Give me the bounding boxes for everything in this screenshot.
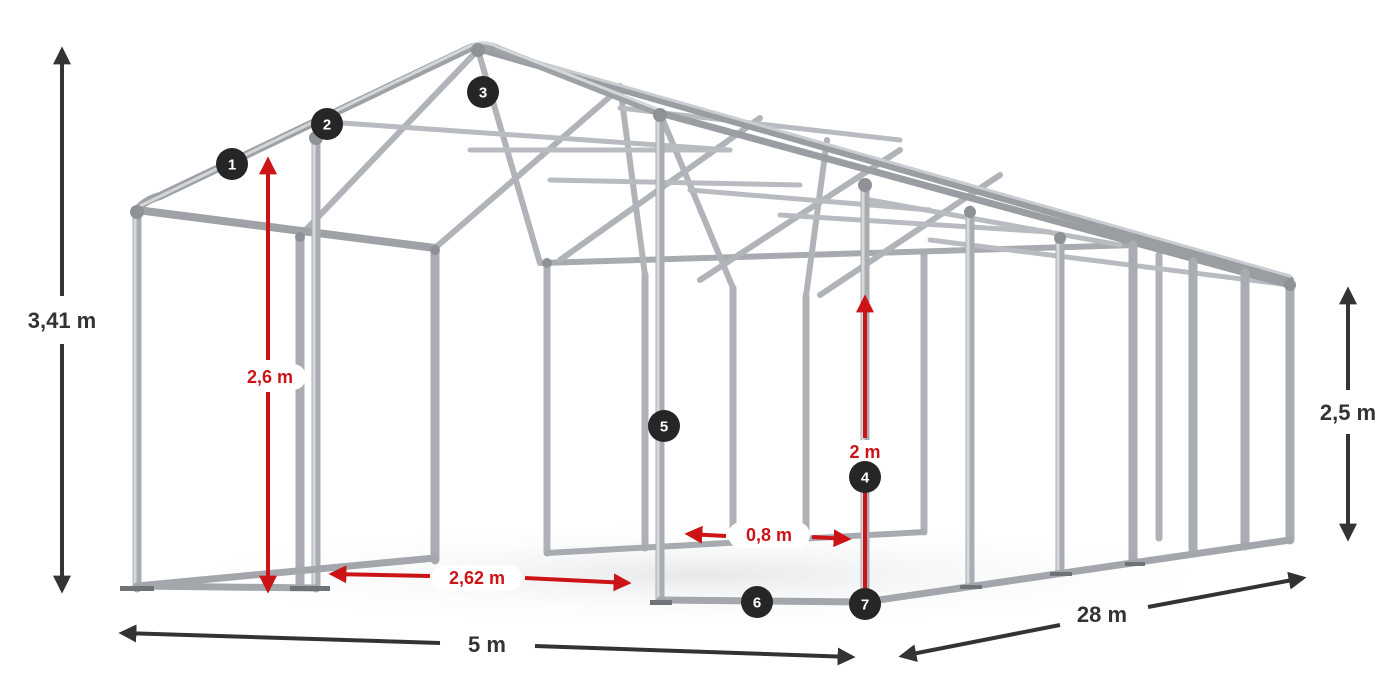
svg-text:6: 6: [753, 595, 761, 612]
ridge-height-label-bg: [234, 364, 306, 390]
svg-text:7: 7: [861, 597, 869, 614]
door-width-arrow: [328, 565, 632, 592]
gable-highlight: [138, 41, 662, 208]
spacing-label-bg: [728, 522, 810, 548]
badge-3: 3: [467, 76, 499, 108]
door-height-label: 2 m: [849, 442, 880, 462]
ridge: [474, 44, 1294, 284]
badge-1: 1: [216, 148, 248, 180]
badge-7: 7: [849, 588, 881, 620]
joints: [130, 43, 1296, 291]
back-side-legs: [543, 248, 1163, 557]
front-legs-highlight: [133, 138, 316, 587]
purlins: [325, 105, 1293, 288]
door-width-label: 2,62 m: [449, 568, 505, 588]
tent-frame: [120, 41, 1296, 607]
front-base: [133, 554, 439, 592]
svg-text:4: 4: [861, 470, 870, 487]
door-height-label-bg: [842, 440, 888, 462]
side-height-label: 2,5 m: [1320, 400, 1376, 425]
total-height-label: 3,41 m: [28, 308, 97, 333]
eave-right: [656, 109, 1294, 289]
svg-text:3: 3: [479, 85, 487, 102]
badge-6: 6: [741, 586, 773, 618]
badge-2: 2: [311, 108, 343, 140]
width-arrow: [118, 624, 856, 666]
length-label: 28 m: [1077, 602, 1127, 627]
svg-text:2: 2: [323, 117, 331, 134]
badge-5: 5: [648, 410, 680, 442]
ridge-height-label: 2,6 m: [247, 367, 293, 387]
length-arrow: [898, 571, 1307, 663]
floor-shadow: [140, 520, 1260, 630]
badge-4: 4: [849, 461, 881, 493]
svg-text:1: 1: [228, 157, 236, 174]
spacing-label: 0,8 m: [746, 525, 792, 545]
front-legs: [132, 130, 440, 593]
width-label: 5 m: [468, 632, 506, 657]
door-width-label-bg: [432, 565, 522, 591]
svg-text:5: 5: [660, 419, 668, 436]
back-eave: [537, 242, 1138, 556]
spacing-arrow: [684, 525, 852, 548]
ridge-highlight: [476, 43, 1292, 278]
